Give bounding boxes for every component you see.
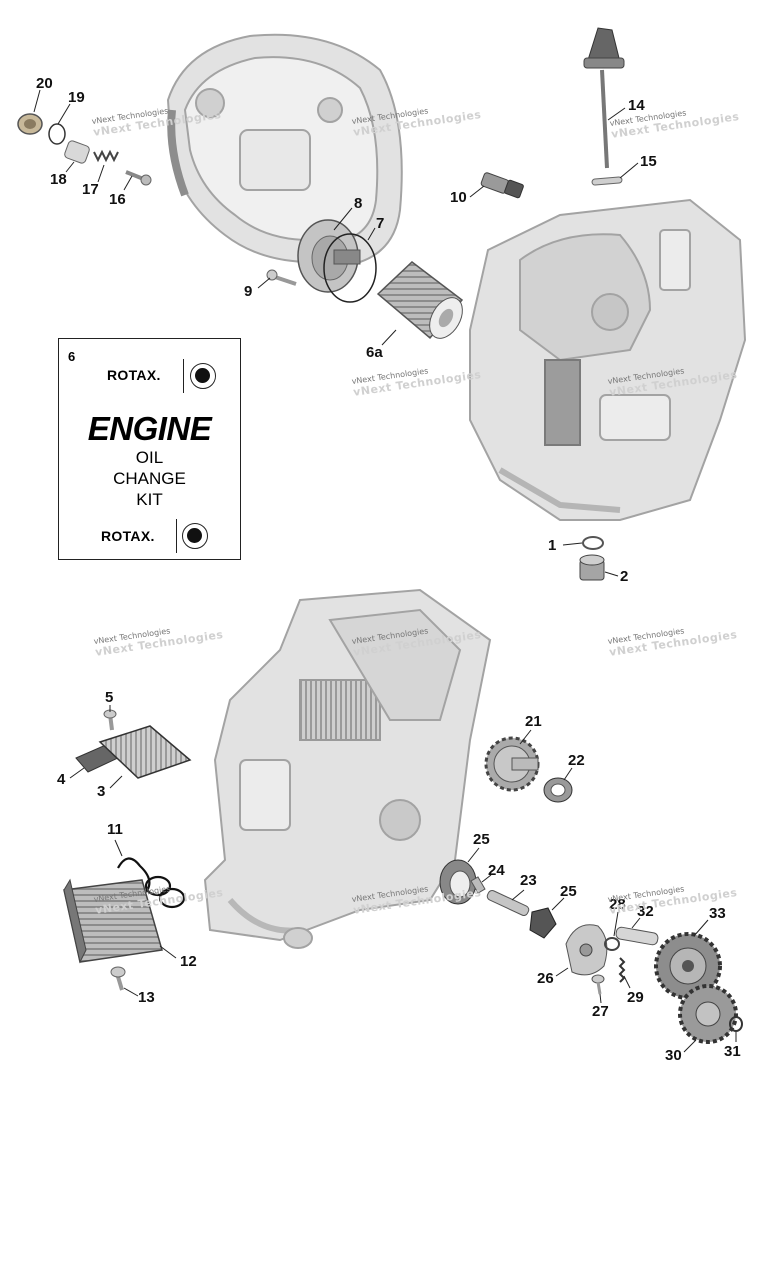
callout-29: 29 (627, 989, 644, 1006)
callout-17: 17 (82, 181, 99, 198)
crankcase-right (469, 198, 747, 521)
part-24-pin (470, 876, 486, 894)
logo-separator-bottom (176, 519, 177, 553)
callout-12: 12 (180, 953, 197, 970)
callout-24: 24 (488, 862, 505, 879)
part-7-oring (323, 233, 377, 303)
part-8-filter-cover (297, 219, 361, 293)
part-27-screw (591, 974, 605, 995)
part-9-screw (266, 269, 297, 286)
part-29-spring (618, 957, 626, 983)
part-31-circlip (729, 1016, 743, 1032)
rotax-logo-bottom: ROTAX. (101, 528, 155, 544)
callout-10: 10 (450, 189, 467, 206)
callout-5: 5 (105, 689, 114, 706)
part-16-plunger (125, 170, 152, 186)
part-22-seal (543, 777, 573, 803)
part-17-spring (93, 149, 119, 163)
callout-8: 8 (354, 195, 363, 212)
part-23-shaft (486, 889, 530, 917)
part-25-rotor-b (529, 907, 557, 939)
part-33-gear (654, 932, 722, 1000)
callout-13: 13 (138, 989, 155, 1006)
callout-19: 19 (68, 89, 85, 106)
callout-25b: 25 (560, 883, 577, 900)
callout-7: 7 (376, 215, 385, 232)
part-5-screw (103, 709, 117, 731)
callout-33: 33 (709, 905, 726, 922)
callout-3: 3 (97, 783, 106, 800)
kit-line-kit: KIT (136, 490, 163, 509)
brp-logo-icon (190, 363, 216, 389)
crankcase-cover-left (166, 33, 403, 263)
callout-14: 14 (628, 97, 645, 114)
callout-15: 15 (640, 153, 657, 170)
callout-23: 23 (520, 872, 537, 889)
kit-callout-number: 6 (68, 349, 76, 364)
callout-22: 22 (568, 752, 585, 769)
part-14-dipstick (583, 27, 625, 169)
kit-line-oil: OIL (135, 448, 164, 467)
part-12-oil-cooler (63, 878, 163, 964)
part-1-washer (582, 536, 604, 550)
callout-2: 2 (620, 568, 629, 585)
crankcase-lower (203, 588, 492, 949)
part-32-shaft (615, 926, 659, 946)
leader-lines (33, 89, 737, 1053)
brp-logo-icon-bottom (182, 523, 208, 549)
callout-9: 9 (244, 283, 253, 300)
part-19-oring (48, 123, 66, 145)
callout-20: 20 (36, 75, 53, 92)
part-30-gear (678, 984, 738, 1044)
part-20-bushing (17, 113, 43, 135)
callout-31: 31 (724, 1043, 741, 1060)
part-10-fitting (480, 172, 524, 199)
part-15-pin (591, 176, 623, 186)
kit-line-change: CHANGE (113, 469, 186, 488)
kit-title: ENGINE (87, 410, 212, 447)
callout-27: 27 (592, 1003, 609, 1020)
part-18-sleeve (64, 140, 90, 164)
part-13-bolt (110, 966, 126, 991)
rotax-logo-top: ROTAX. (107, 367, 161, 383)
callout-11: 11 (107, 821, 123, 838)
part-2-drain-plug (579, 554, 605, 581)
part-21-gear (484, 736, 540, 792)
callout-6a: 6a (366, 344, 383, 361)
part-26-pump-cover (565, 924, 608, 976)
part-6a-oil-filter (376, 261, 464, 340)
callout-1: 1 (548, 537, 557, 554)
callout-18: 18 (50, 171, 67, 188)
logo-separator-top (183, 359, 184, 393)
callout-32: 32 (637, 903, 654, 920)
oil-change-kit-box: 6 ROTAX. ENGINE OIL CHANGE KIT ROTAX. (58, 338, 241, 560)
callout-26: 26 (537, 970, 554, 987)
callout-16: 16 (109, 191, 126, 208)
part-28-oring (604, 937, 620, 951)
part-3-screen (98, 725, 192, 779)
callout-21: 21 (525, 713, 542, 730)
part-11-gaskets (117, 857, 186, 909)
callout-4: 4 (57, 771, 66, 788)
callout-30: 30 (665, 1047, 682, 1064)
callout-25a: 25 (473, 831, 490, 848)
callout-28: 28 (609, 896, 626, 913)
